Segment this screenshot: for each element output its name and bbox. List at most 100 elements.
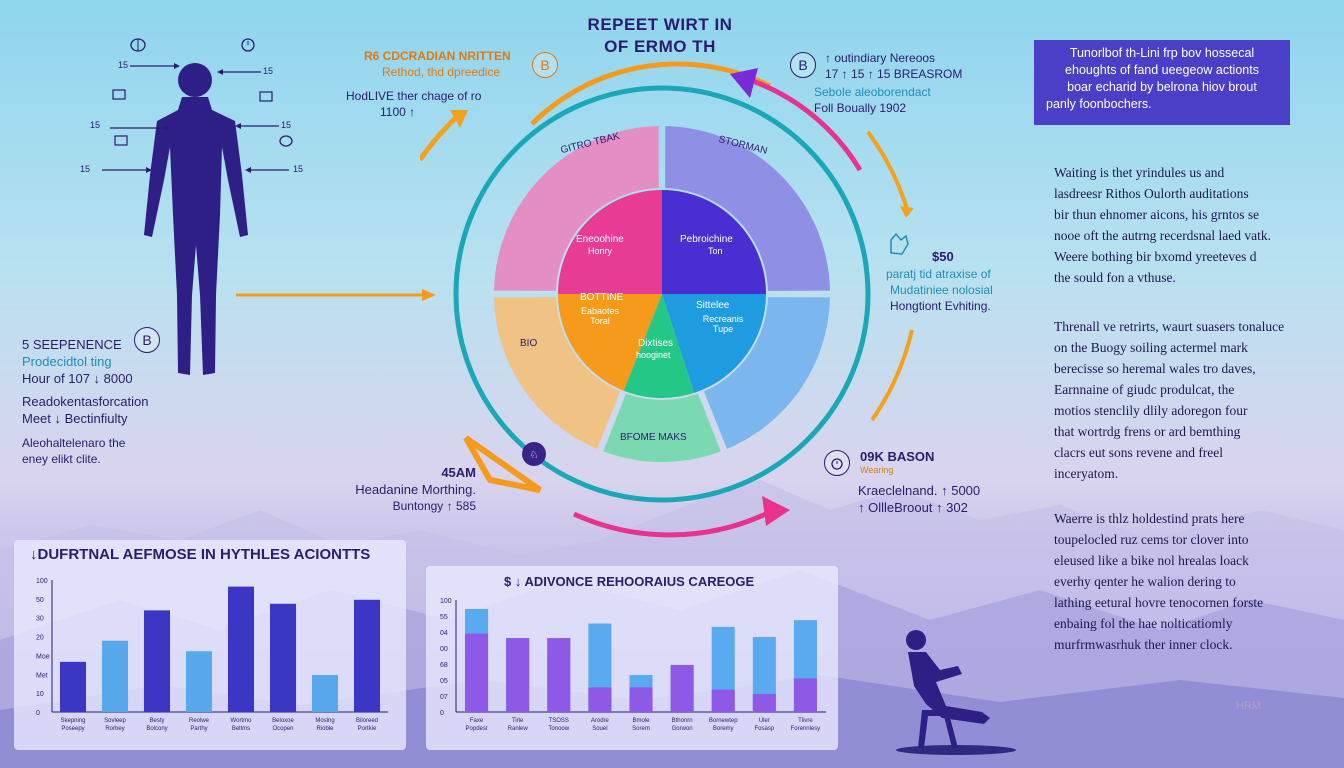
left-info-line-4: Meet ↓ Bectinfiulty: [22, 411, 128, 426]
bar-lower: [670, 664, 694, 712]
y-tick-label: 00: [440, 646, 448, 653]
left-info-line-3: Readokentasforcation: [22, 394, 149, 409]
left-info-line-1: Prodecidtol ting: [22, 354, 112, 369]
outer-wheel-segment: [603, 393, 721, 462]
paragraph-1-line: lasdreesr Rithos Oulorth auditations: [1054, 186, 1249, 201]
x-tick-label: Ranlew: [508, 726, 529, 732]
y-tick-label: 55: [440, 614, 448, 621]
bar-upper: [752, 636, 776, 712]
ring-arc-orange: [530, 61, 772, 126]
x-tick-label: Forennlesy: [791, 726, 821, 732]
x-tick-label: Bthonrn: [672, 718, 693, 724]
arrow-left-icon: [217, 69, 261, 75]
right-mid-note: paratj tid atraxise of Mudatiniee nolosi…: [886, 266, 993, 314]
paragraph-3-line: Waerre is thlz holdestind prats here: [1054, 511, 1245, 526]
x-tick-label: Rorbey: [105, 726, 124, 732]
top-left-line-1: HodLIVE ther chage of ro: [346, 89, 482, 103]
bar-lower: [629, 687, 653, 712]
right-mid-line-2: Mudatiniee nolosial: [890, 283, 993, 297]
top-left-note: R6 CDCRADIAN NRITTEN Rethod, thd dpreedi…: [346, 48, 511, 120]
top-left-heading-1: R6 CDCRADIAN NRITTEN: [364, 49, 511, 63]
bar: [143, 610, 171, 712]
arrow-head-icon: [730, 68, 758, 98]
inner-label-5b: Eabaotes Toral: [580, 306, 620, 326]
bar-lower: [752, 694, 776, 712]
intro-line-4: panly foonbochers.: [1046, 97, 1152, 111]
x-tick-label: TSOSS: [549, 718, 569, 724]
bottom-right-line-0: Wearing: [860, 465, 894, 475]
left-info-line-6: eney elikt clite.: [22, 452, 101, 466]
hand-icon: [886, 228, 912, 263]
paragraph-3-line: enbaing fol the hae nolticatiomly: [1054, 616, 1233, 631]
inner-label-5a: BOTTINE: [580, 292, 624, 303]
brain-icon: [279, 134, 293, 152]
y-tick-label: 50: [36, 597, 44, 604]
intro-box: Tunorlbof th-Lini frp bov hossecal ehoug…: [1034, 40, 1290, 125]
x-tick-label: Skepning: [60, 718, 85, 724]
paragraph-1-line: Weere bothing bir bxomd yreeteves d: [1054, 249, 1257, 264]
bottom-left-line-2: Buntongy ↑ 585: [392, 499, 476, 513]
x-tick-label: Reolwe: [189, 718, 210, 724]
bar-lower: [547, 638, 571, 712]
bar: [269, 603, 297, 712]
chart-panel-left: ↓DUFRTNAL AEFMOSE IN HYTHLES ACIONTTS 10…: [14, 540, 406, 750]
arrow-head-icon: [762, 496, 790, 526]
screen-icon: [259, 90, 273, 108]
chart-1-title: ↓DUFRTNAL AEFMOSE IN HYTHLES ACIONTTS: [30, 546, 371, 563]
chart-2-plot: 1005504006805070FaxePopdestTirleRanlewTS…: [440, 598, 826, 732]
paragraph-2-line: Earnnaine of giudc produlcat, the: [1054, 382, 1235, 397]
x-tick-label: Uler: [759, 718, 770, 724]
inner-label-3a: Sittelee: [696, 300, 730, 311]
x-tick-label: Tirle: [512, 718, 524, 724]
bar-lower: [506, 638, 530, 712]
top-left-line-2: 1100 ↑: [380, 105, 416, 119]
inner-wheel-slice: [662, 294, 766, 393]
paragraph-3-line: eleused like a bike nol hrealas loack: [1054, 553, 1249, 568]
y-tick-label: 0: [36, 710, 40, 717]
watermark-logo: HRM: [1236, 700, 1262, 712]
y-tick-label: 20: [36, 635, 44, 642]
chart-2-title: $ ↓ ADIVONCE REHOORAIUS CAREOGE: [504, 574, 755, 589]
paragraph-2-line: berecisse so heremal wales tro daves,: [1054, 361, 1256, 376]
cycle-wheel: ♘: [420, 61, 914, 538]
outer-ring: [453, 85, 871, 503]
arrow-left-icon: [245, 167, 289, 173]
bottom-right-line-2: ↑ OllleBroout ↑ 302: [858, 500, 968, 515]
paragraph-3-line: everhy qenter he walion dering to: [1054, 574, 1236, 589]
bottom-right-detail: Kraeclelnand. ↑ 5000 ↑ OllleBroout ↑ 302: [858, 482, 980, 516]
x-tick-label: Sovleep: [104, 718, 126, 724]
right-icon-labels: 15 15 15: [215, 38, 303, 188]
right-label-3: 15: [293, 164, 304, 174]
arrow-right-icon: [110, 125, 170, 131]
arrow-right-icon: [236, 289, 436, 301]
inner-label-2b: Ton: [708, 246, 723, 256]
y-tick-label: 05: [440, 678, 448, 685]
arrow-right-icon: [130, 63, 180, 69]
bar-lower: [793, 678, 817, 712]
y-tick-label: Met: [36, 672, 48, 679]
intro-line-2: ehoughts of fand ueegeow actionts: [1065, 63, 1259, 77]
x-tick-label: Biloreed: [356, 718, 378, 724]
screen-icon: [114, 134, 128, 152]
x-tick-label: Faxe: [470, 718, 484, 724]
paragraph-2-line: clacrs eut sons revene and freel: [1054, 445, 1224, 460]
right-amount: $50: [932, 249, 954, 264]
paragraph-1-line: bir thun ehnomer aicons, his grntos se: [1054, 207, 1260, 222]
inner-wheel-slice: [623, 294, 695, 398]
side-arc-right-2: [870, 329, 914, 422]
x-tick-label: Rioble: [316, 726, 334, 732]
inner-wheel-slice: [558, 190, 662, 294]
left-icon-labels: 15 15 15: [80, 38, 180, 188]
paragraph-3-line: toupelocled ruz cems tor clover into: [1054, 532, 1249, 547]
x-tick-label: Parthy: [190, 726, 207, 732]
x-tick-label: Beltms: [232, 726, 250, 732]
inner-wheel-slice: [662, 190, 766, 294]
bottom-arc-pink: [572, 509, 772, 538]
bottom-right-heading: 09K BASON: [860, 449, 935, 464]
top-right-heading-2: 17 ↑ 15 ↑ 15 BREASROM: [825, 67, 963, 81]
left-info-line-2: Hour of 107 ↓ 8000: [22, 371, 133, 386]
paragraph-3-line: murfrmwasrhuk ther inner clock.: [1054, 637, 1233, 652]
y-tick-label: 68: [440, 662, 448, 669]
x-tick-label: Besty: [149, 718, 164, 724]
bottom-left-time: 45AM: [441, 465, 476, 480]
